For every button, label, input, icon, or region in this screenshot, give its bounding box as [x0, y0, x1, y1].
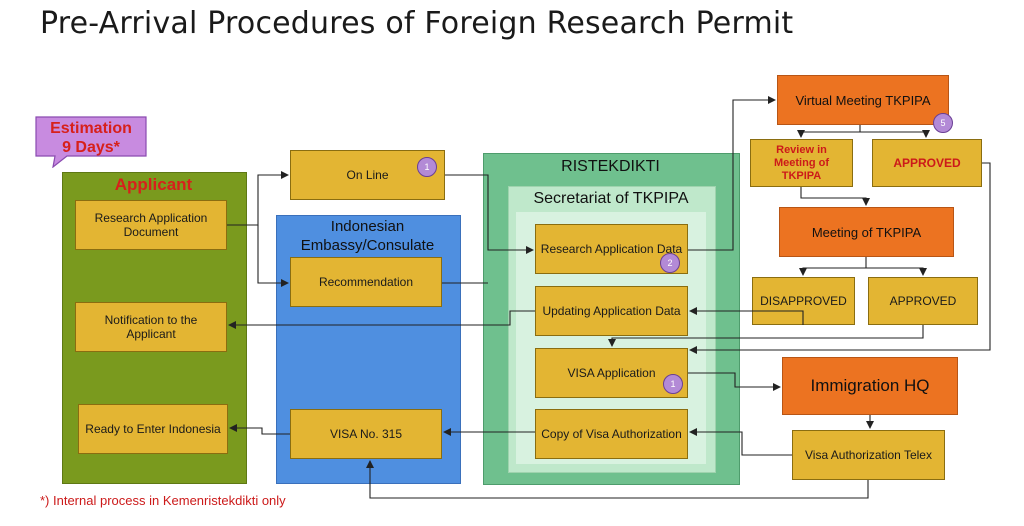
arrow-virtual-to-review: [797, 125, 861, 138]
arrow-virtual-to-approved: [860, 130, 930, 138]
estimation-line-2: 9 Days*: [62, 139, 120, 156]
arrow-approved-top-to-visa: [689, 162, 991, 354]
badge-virtual-meeting: 5: [933, 113, 953, 133]
arrow-visa-no-to-ready: [229, 424, 290, 435]
page-title: Pre-Arrival Procedures of Foreign Resear…: [40, 6, 794, 41]
arrow-review-to-meeting: [800, 187, 870, 206]
copy-visa-authorization-box: Copy of Visa Authorization: [535, 409, 688, 459]
arrow-disapproved-to-updating: [689, 307, 804, 325]
recommendation-box: Recommendation: [290, 257, 442, 307]
arrow-doc-to-online: [227, 171, 289, 226]
footnote: *) Internal process in Kemenristekdikti …: [40, 493, 286, 508]
arrow-data-to-virtual: [688, 96, 776, 251]
updating-application-data-box: Updating Application Data: [535, 286, 688, 336]
arrow-meeting-to-disapproved: [799, 257, 867, 276]
arrow-telex-to-copy: [689, 428, 792, 456]
callout-shape: [35, 116, 147, 168]
review-meeting-box: Review in Meeting of TKPIPA: [750, 139, 853, 187]
arrow-visa-to-immigration: [688, 372, 781, 391]
visa-no-box: VISA No. 315: [290, 409, 442, 459]
research-application-document-box: Research Application Document: [75, 200, 227, 250]
badge-research-application-data: 2: [660, 253, 680, 273]
arrow-approved-to-visa-app: [608, 325, 924, 347]
arrow-telex-to-visa-no: [366, 460, 869, 499]
arrow-meeting-to-approved: [866, 267, 927, 276]
arrow-updating-to-notification: [228, 310, 535, 329]
online-box: On Line: [290, 150, 445, 200]
meeting-tkpipa-box: Meeting of TKPIPA: [779, 207, 954, 257]
secretariat-title: Secretariat of TKPIPA: [533, 190, 689, 207]
embassy-title: Indonesian Embassy/Consulate: [300, 218, 435, 254]
estimation-label: Estimation 9 Days*: [35, 119, 147, 157]
visa-authorization-telex-box: Visa Authorization Telex: [792, 430, 945, 480]
notification-box: Notification to the Applicant: [75, 302, 227, 352]
ready-to-enter-box: Ready to Enter Indonesia: [78, 404, 228, 454]
badge-online: 1: [417, 157, 437, 177]
badge-visa-application: 1: [663, 374, 683, 394]
applicant-title: Applicant: [114, 175, 193, 194]
arrow-online-to-data: [445, 174, 534, 254]
virtual-meeting-box: Virtual Meeting TKPIPA: [777, 75, 949, 125]
visa-application-box: VISA Application: [535, 348, 688, 398]
immigration-hq-box: Immigration HQ: [782, 357, 958, 415]
estimation-line-1: Estimation: [50, 120, 132, 137]
approved-top-box: APPROVED: [872, 139, 982, 187]
disapproved-box: DISAPPROVED: [752, 277, 855, 325]
estimation-callout: Estimation 9 Days*: [35, 116, 147, 168]
approved-bottom-box: APPROVED: [868, 277, 978, 325]
ristekdikti-title: RISTEKDIKTI: [561, 158, 660, 175]
arrow-doc-to-recommendation: [257, 225, 289, 287]
